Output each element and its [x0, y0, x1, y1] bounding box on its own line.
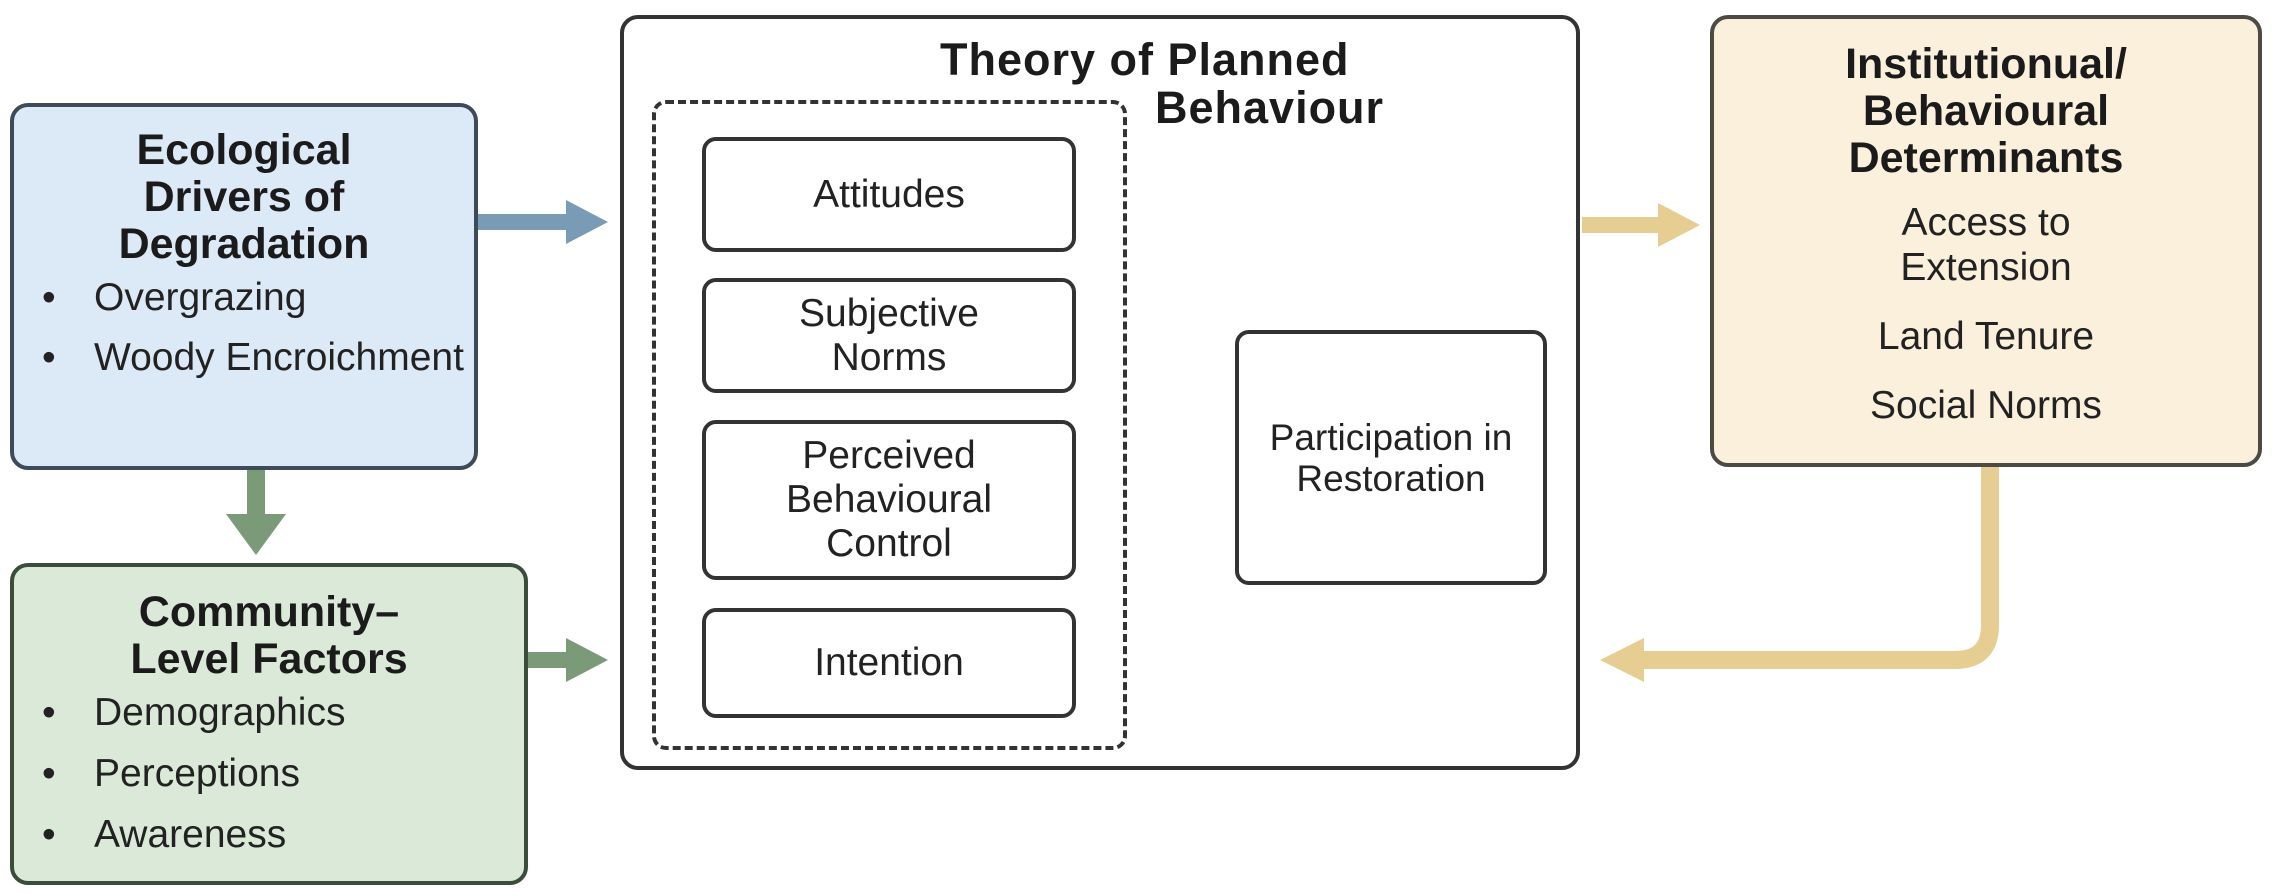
- title-line: Behavioural: [1862, 87, 2110, 135]
- list-item: Woody Encroichment: [42, 336, 474, 380]
- subjective-norms-box: Subjective Norms: [702, 278, 1076, 393]
- institutional-determinants-list: Access to Extension Land Tenure Social N…: [1714, 200, 2258, 428]
- list-item: Perceptions: [42, 752, 524, 796]
- tpb-title: Theory of Planned Behaviour: [940, 36, 1540, 132]
- participation-label: Participation in Restoration: [1269, 416, 1513, 499]
- list-item: Demographics: [42, 691, 524, 735]
- community-factors-list: Demographics Perceptions Awareness: [14, 691, 524, 857]
- title-line: Drivers of: [143, 173, 345, 221]
- community-factors-box: Community– Level Factors Demographics Pe…: [10, 563, 528, 885]
- intention-label: Intention: [814, 641, 964, 684]
- institutional-determinants-box: Institutionual/ Behavioural Determinants…: [1710, 15, 2262, 467]
- institutional-feedback-arrow: [1600, 467, 1999, 682]
- list-item: Land Tenure: [1877, 315, 2095, 358]
- participation-box: Participation in Restoration: [1235, 330, 1547, 585]
- attitudes-box: Attitudes: [702, 137, 1076, 252]
- community-factors-title: Community– Level Factors: [14, 589, 524, 683]
- ecological-to-tpb-arrow: [478, 200, 608, 244]
- list-item: Awareness: [42, 813, 524, 857]
- title-line: Ecological: [136, 126, 352, 174]
- tpb-constructs-group: [652, 100, 1127, 750]
- title-line: Level Factors: [130, 635, 408, 683]
- institutional-determinants-title: Institutionual/ Behavioural Determinants: [1714, 41, 2258, 182]
- title-line: Determinants: [1848, 134, 2124, 182]
- ecological-drivers-list: Overgrazing Woody Encroichment: [14, 276, 474, 380]
- subjective-norms-label: Subjective Norms: [799, 291, 979, 379]
- intention-box: Intention: [702, 608, 1076, 718]
- title-line: Degradation: [118, 220, 370, 268]
- ecological-drivers-title: Ecological Drivers of Degradation: [14, 127, 474, 268]
- list-item: Access to Extension: [1900, 201, 2072, 289]
- title-line: Community–: [138, 588, 400, 636]
- list-item: Social Norms: [1870, 384, 2102, 427]
- list-item: Overgrazing: [42, 276, 474, 320]
- ecological-to-community-arrow: [226, 470, 286, 555]
- attitudes-label: Attitudes: [813, 172, 965, 216]
- title-line: Behaviour: [1155, 82, 1385, 133]
- title-line: Institutionual/: [1845, 40, 2127, 88]
- community-to-tpb-arrow: [528, 638, 608, 682]
- perceived-control-label: Perceived Behavioural Control: [786, 434, 992, 565]
- title-line: Theory of Planned: [940, 34, 1350, 85]
- ecological-drivers-box: Ecological Drivers of Degradation Overgr…: [10, 103, 478, 470]
- perceived-control-box: Perceived Behavioural Control: [702, 420, 1076, 580]
- tpb-to-institutional-arrow: [1582, 203, 1700, 247]
